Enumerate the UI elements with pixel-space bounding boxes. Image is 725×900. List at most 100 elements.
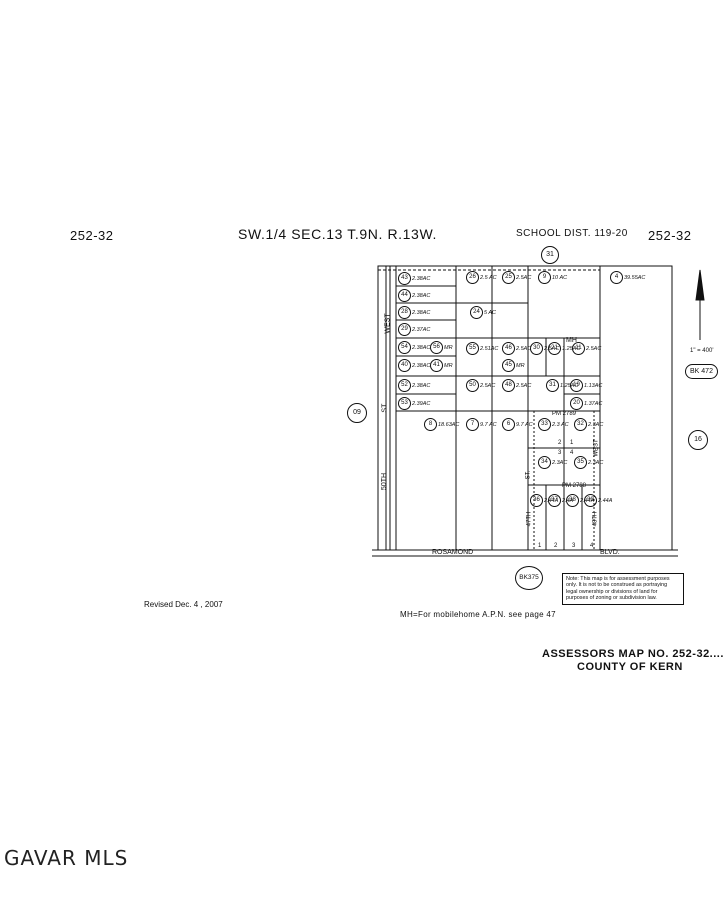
street-st: ST. <box>381 402 389 413</box>
assessor-map-no: ASSESSORS MAP NO. 252-32.... <box>542 648 724 660</box>
parcel-acreage: MR <box>444 362 453 369</box>
book-ref-472[interactable]: BK 472 <box>685 364 718 379</box>
parcel-number: 53 <box>398 397 411 410</box>
parcel-number: 28 <box>398 306 411 319</box>
parcel-number: 56 <box>430 341 443 354</box>
parcel-number: 30 <box>530 342 543 355</box>
parcel-acreage: 2.44A <box>598 497 613 504</box>
pm-2789: PM 2789 <box>552 411 577 417</box>
adjacent-map-16[interactable]: 16 <box>688 430 708 450</box>
parcel-number: 32 <box>574 418 587 431</box>
parcel-acreage: 2.51AC <box>480 345 499 352</box>
parcel-acreage: 1.25AC <box>560 382 579 389</box>
parcel-acreage: 2.3AC <box>588 459 604 466</box>
street-rosamond: ROSAMOND <box>432 549 474 556</box>
lot-label: 3 <box>558 450 562 456</box>
scale-label: 1" = 400' <box>690 348 714 354</box>
map-number-left: 252-32 <box>70 228 114 243</box>
parcel-number: 38 <box>566 494 579 507</box>
parcel-number: 45 <box>502 359 515 372</box>
adjacent-map-09[interactable]: 09 <box>347 403 367 423</box>
street-47th: 47TH <box>526 511 533 527</box>
street-west-right: WEST <box>593 439 600 457</box>
lot-label: 4 <box>590 543 594 549</box>
parcel-number: 8 <box>424 418 437 431</box>
parcel-acreage: MR <box>516 362 525 369</box>
parcel-number: 25 <box>502 271 515 284</box>
mh-note: MH=For mobilehome A.P.N. see page 47 <box>400 610 556 619</box>
parcel-number: 24 <box>470 306 483 319</box>
parcel-number: 11 <box>572 342 585 355</box>
adjacent-map-31[interactable]: 31 <box>541 246 559 264</box>
street-blvd: BLVD. <box>600 549 620 556</box>
section-title: SW.1/4 SEC.13 T.9N. R.13W. <box>238 226 437 242</box>
mls-watermark: GAVAR MLS <box>4 846 129 870</box>
lot-label: 1 <box>538 543 542 549</box>
parcel-acreage: 2.38AC <box>412 344 431 351</box>
parcel-number: 44 <box>398 289 411 302</box>
street-st-small: ST. <box>525 470 532 480</box>
map-number-right: 252-32 <box>648 228 692 243</box>
parcel-number: 39 <box>584 494 597 507</box>
parcel-number: 36 <box>530 494 543 507</box>
parcel-number: 21 <box>548 342 561 355</box>
parcel-acreage: 10 AC <box>552 274 568 281</box>
school-district: SCHOOL DIST. 119-20 <box>516 228 628 239</box>
pm-2788: PM 2788 <box>562 483 587 489</box>
parcel-number: 19 <box>570 379 583 392</box>
parcel-acreage: 2.38AC <box>412 292 431 299</box>
lot-label: 2 <box>558 440 562 446</box>
county-name: COUNTY OF KERN <box>577 661 683 673</box>
book-ref-375[interactable]: BK375 <box>515 566 543 590</box>
parcel-acreage: 2.39AC <box>412 400 431 407</box>
lot-label: 3 <box>572 543 576 549</box>
parcel-acreage: 1.37AC <box>584 400 603 407</box>
parcel-number: 6 <box>502 418 515 431</box>
parcel-acreage: 2.5AC <box>516 274 532 281</box>
parcel-acreage: 2.3AC <box>588 421 604 428</box>
parcel-acreage: 2.5AC <box>516 382 532 389</box>
parcel-acreage: 2.38AC <box>412 382 431 389</box>
parcel-number: 4 <box>610 271 623 284</box>
parcel-number: 52 <box>398 379 411 392</box>
parcel-number: 26 <box>466 271 479 284</box>
mh-label: MH <box>566 337 577 344</box>
parcel-number: 54 <box>398 341 411 354</box>
parcel-acreage: 2.38AC <box>412 275 431 282</box>
parcel-acreage: 9.7 AC <box>516 421 533 428</box>
lot-label: 1 <box>570 440 574 446</box>
